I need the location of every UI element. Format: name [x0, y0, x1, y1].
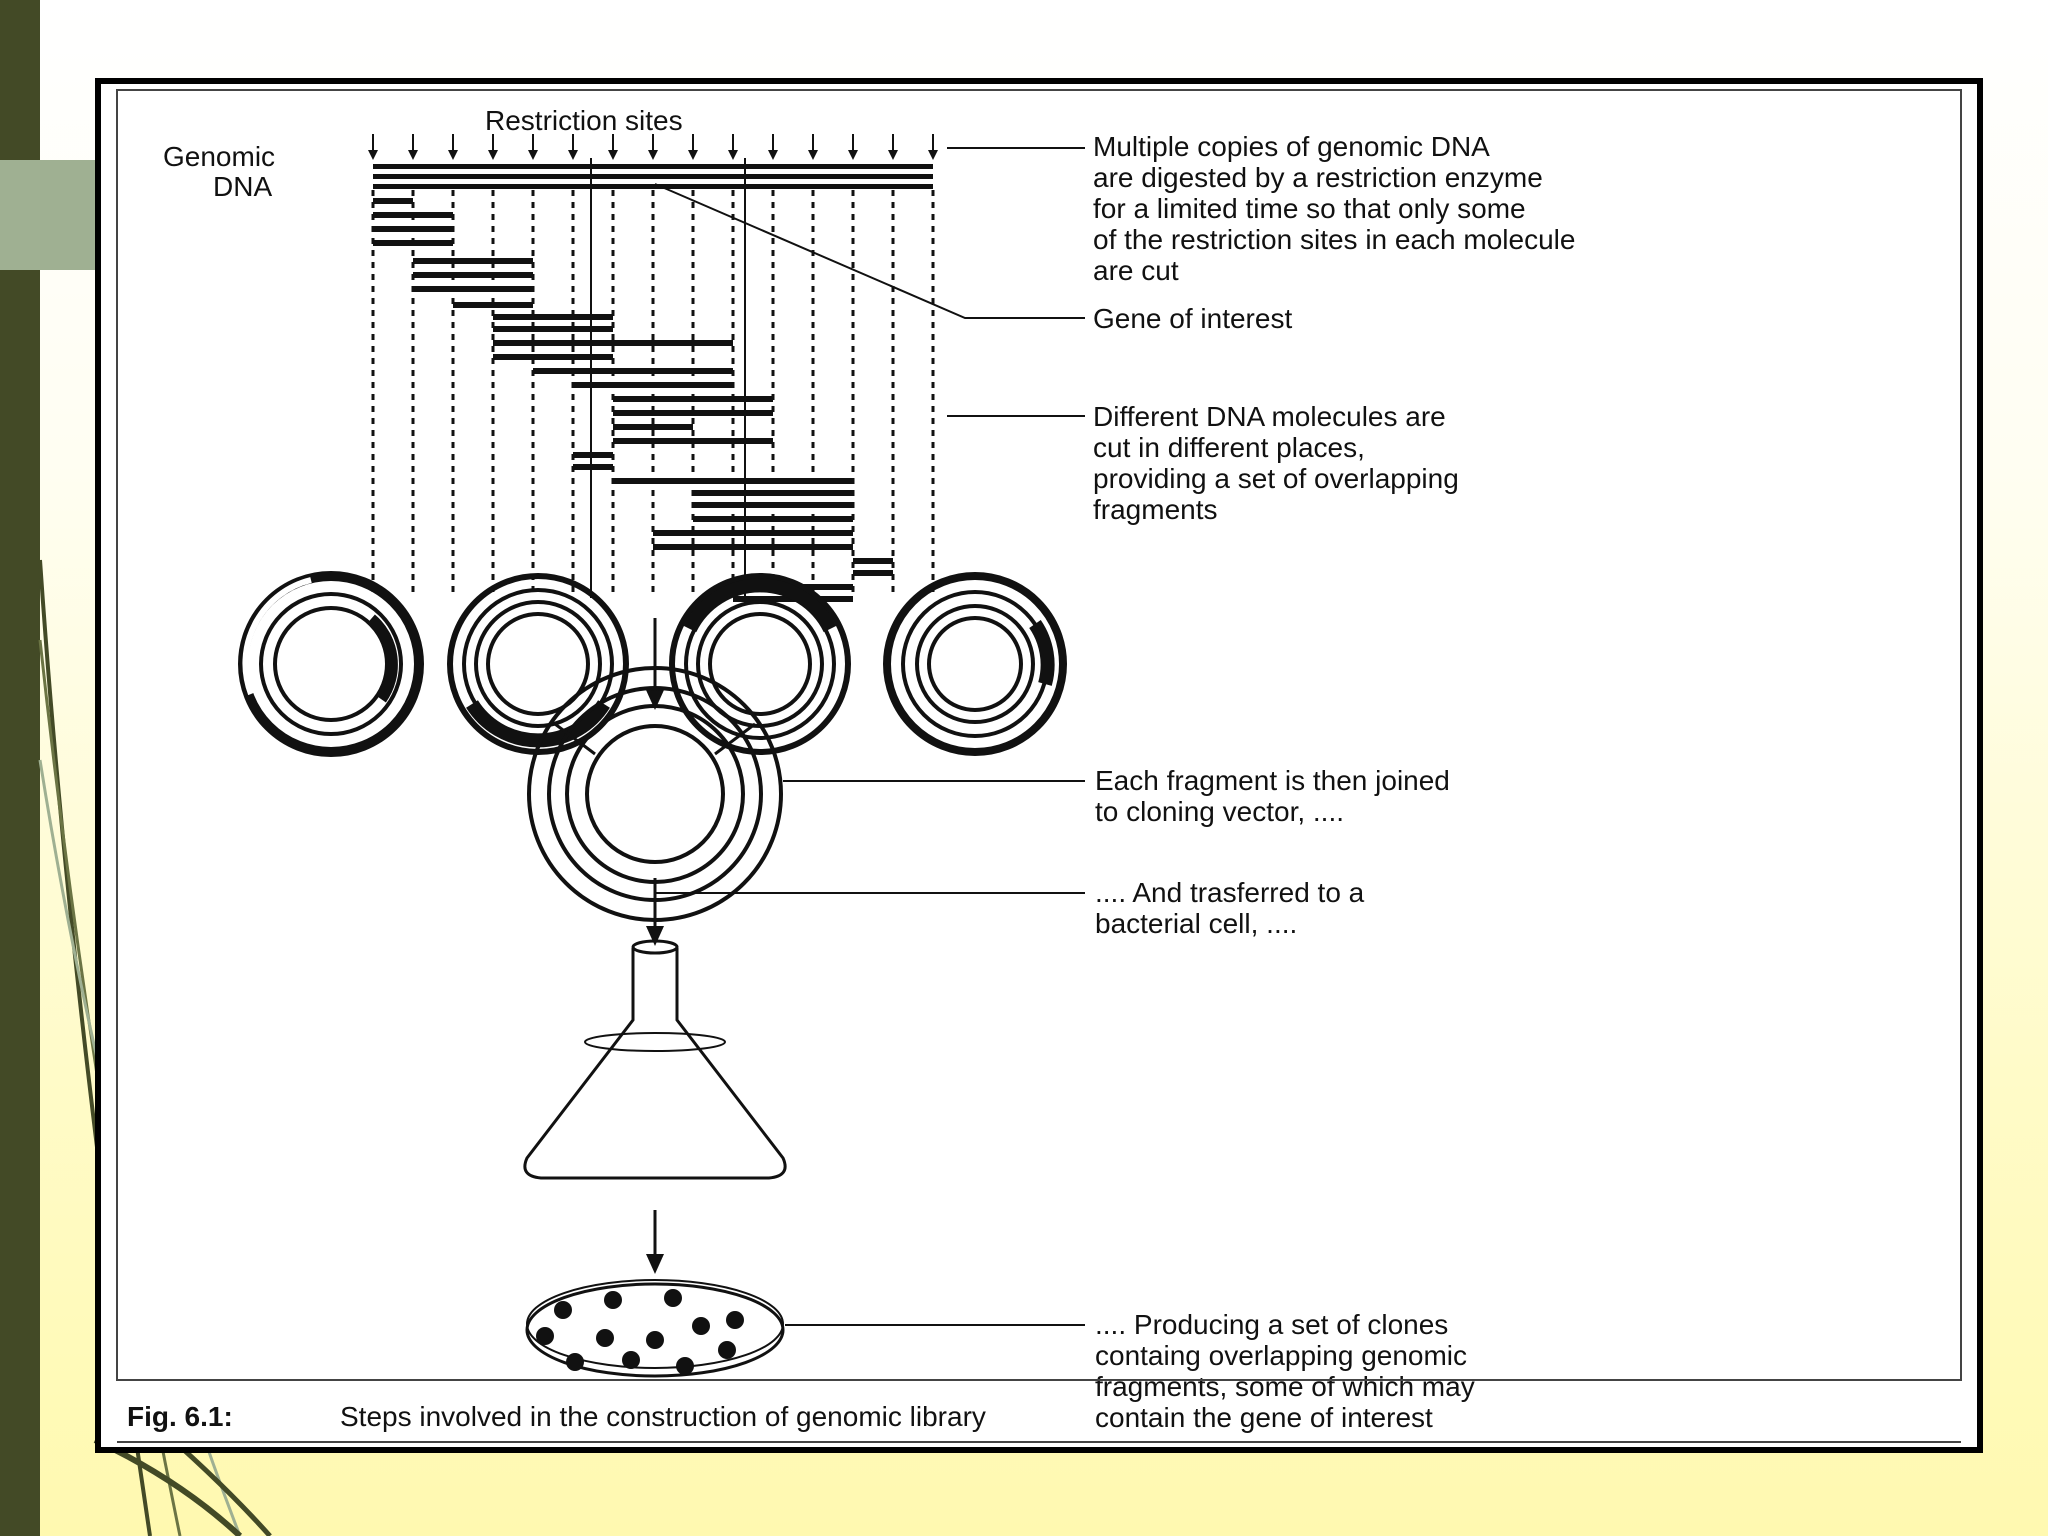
- dna-fragment: [853, 570, 893, 576]
- dna-fragment: [373, 198, 413, 204]
- restriction-site-lines: [368, 134, 938, 598]
- plasmid-1: [238, 571, 424, 757]
- bacterial-colony: [718, 1341, 736, 1359]
- caption-text: Steps involved in the construction of ge…: [340, 1401, 986, 1432]
- svg-text:contain the gene of interest: contain the gene of interest: [1095, 1402, 1433, 1433]
- dna-fragments: [373, 198, 893, 602]
- annotation-digest: Multiple copies of genomic DNA are diges…: [1093, 131, 1575, 286]
- annotation-joined: Each fragment is then joined to cloning …: [1095, 765, 1450, 827]
- restriction-sites-label: Restriction sites: [485, 105, 683, 136]
- bacterial-colony: [676, 1357, 694, 1375]
- genomic-library-diagram: Restriction sites Genomic DNA Multiple c…: [116, 89, 1962, 1443]
- svg-text:bacterial cell, ....: bacterial cell, ....: [1095, 908, 1297, 939]
- dna-fragment: [613, 478, 853, 484]
- dna-fragment: [493, 354, 613, 360]
- dna-fragment: [693, 516, 853, 522]
- dna-fragment: [693, 502, 853, 508]
- dna-fragment: [453, 302, 533, 308]
- dna-fragment: [613, 410, 773, 416]
- svg-text:to cloning vector, ....: to cloning vector, ....: [1095, 796, 1344, 827]
- bacterial-colony: [622, 1351, 640, 1369]
- dna-fragment: [373, 226, 453, 232]
- bacterial-colony: [536, 1327, 554, 1345]
- dna-fragment: [493, 340, 733, 346]
- leader-gene-of-interest: [654, 183, 1085, 319]
- bacterial-colony: [554, 1301, 572, 1319]
- dna-fragment: [573, 452, 613, 458]
- caption-number: Fig. 6.1:: [127, 1401, 233, 1432]
- svg-text:.... And trasferred to a: .... And trasferred to a: [1095, 877, 1365, 908]
- svg-text:fragments, some of which may: fragments, some of which may: [1095, 1371, 1475, 1402]
- svg-text:.... Producing a set of clones: .... Producing a set of clones: [1095, 1309, 1448, 1340]
- dna-fragment: [653, 530, 853, 536]
- svg-text:of the restriction sites in ea: of the restriction sites in each molecul…: [1093, 224, 1575, 255]
- dna-fragment: [493, 326, 613, 332]
- annotation-clones: .... Producing a set of clones containg …: [1095, 1309, 1475, 1433]
- svg-text:cut in different places,: cut in different places,: [1093, 432, 1365, 463]
- svg-text:providing a set of overlapping: providing a set of overlapping: [1093, 463, 1459, 494]
- dna-fragment: [613, 396, 773, 402]
- bacterial-colony: [646, 1331, 664, 1349]
- dna-fragment: [573, 464, 613, 470]
- dna-fragment: [413, 272, 533, 278]
- recombinant-plasmids-row: [238, 571, 1067, 757]
- genomic-dna-strand: [373, 164, 933, 189]
- bacterial-colony: [596, 1329, 614, 1347]
- plasmid-4: [883, 572, 1067, 756]
- dna-label: DNA: [213, 171, 272, 202]
- genomic-label: Genomic: [163, 141, 275, 172]
- dna-fragment: [493, 314, 613, 320]
- dna-fragment: [653, 544, 853, 550]
- slide-accent-tab: [0, 160, 95, 270]
- svg-text:Multiple copies of genomic DNA: Multiple copies of genomic DNA: [1093, 131, 1490, 162]
- svg-text:fragments: fragments: [1093, 494, 1218, 525]
- petri-dish-clones: [525, 1279, 785, 1378]
- annotation-transferred: .... And trasferred to a bacterial cell,…: [1095, 877, 1365, 939]
- bacterial-colony: [566, 1353, 584, 1371]
- annotation-gene-of-interest: Gene of interest: [1093, 303, 1292, 334]
- dna-fragment: [533, 368, 733, 374]
- bacterial-culture-flask: [523, 939, 787, 1180]
- dna-fragment: [613, 438, 773, 444]
- annotation-different-cuts: Different DNA molecules are cut in diffe…: [1093, 401, 1459, 525]
- svg-text:are digested by a restriction: are digested by a restriction enzyme: [1093, 162, 1543, 193]
- dna-fragment: [613, 424, 693, 430]
- svg-text:for a limited time so that onl: for a limited time so that only some: [1093, 193, 1526, 224]
- dna-fragment: [413, 286, 533, 292]
- dna-fragment: [573, 382, 733, 388]
- dna-fragment: [373, 212, 453, 218]
- svg-text:containg overlapping genomic: containg overlapping genomic: [1095, 1340, 1467, 1371]
- svg-text:Each fragment is then joined: Each fragment is then joined: [1095, 765, 1450, 796]
- figure-inner-border: [116, 89, 1962, 1381]
- bacterial-colony: [664, 1289, 682, 1307]
- bacterial-colony: [692, 1317, 710, 1335]
- dna-fragment: [853, 558, 893, 564]
- bacterial-colony: [726, 1311, 744, 1329]
- figure-frame: [95, 78, 1983, 1453]
- dna-fragment: [693, 490, 853, 496]
- bacterial-colony: [604, 1291, 622, 1309]
- svg-text:are cut: are cut: [1093, 255, 1179, 286]
- svg-text:Different DNA molecules are: Different DNA molecules are: [1093, 401, 1446, 432]
- dna-fragment: [373, 240, 453, 246]
- dna-fragment: [413, 258, 533, 264]
